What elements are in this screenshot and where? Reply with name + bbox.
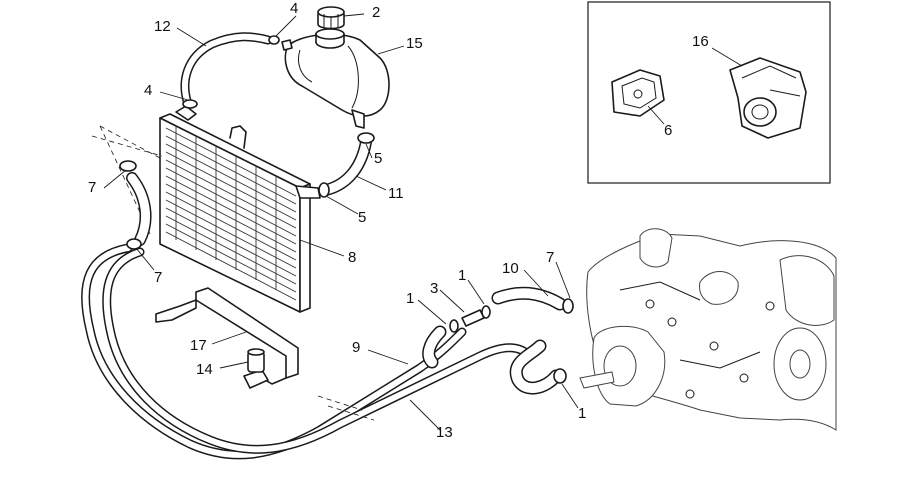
callout-3: 3: [430, 280, 438, 297]
callout-1-mid: 1: [458, 267, 466, 284]
callout-14: 14: [196, 361, 213, 378]
hose-7-left: [119, 160, 152, 250]
clamp-1-lower: [553, 368, 567, 384]
leader-lines: [103, 13, 579, 431]
callout-7-left: 7: [88, 179, 96, 196]
part-3-fitting: [449, 305, 491, 333]
callout-4-top: 4: [290, 0, 298, 17]
callout-7-right: 7: [546, 249, 554, 266]
callout-8: 8: [348, 249, 356, 266]
callout-4-left: 4: [144, 82, 152, 99]
hose-9-bend: [422, 325, 563, 395]
callout-9: 9: [352, 339, 360, 356]
callout-1-left: 1: [406, 290, 414, 307]
callout-1-right: 1: [578, 405, 586, 422]
callout-2: 2: [372, 4, 380, 21]
callout-11: 11: [388, 185, 404, 202]
part-14-rubber-mount: [243, 348, 269, 389]
part-8-radiator: [159, 105, 321, 313]
callouts: 12 4 2 15 4 5 11 5 7 7 8 17 14 1 3 1 10 …: [88, 0, 709, 441]
callout-6: 6: [664, 122, 672, 139]
callout-13: 13: [436, 424, 453, 441]
callout-16: 16: [692, 33, 709, 50]
callout-12: 12: [154, 18, 171, 35]
callout-5-upper: 5: [374, 150, 382, 167]
callout-17: 17: [190, 337, 207, 354]
callout-15: 15: [406, 35, 423, 52]
part-16-hose-holder: [729, 57, 807, 139]
part-17-bracket: [155, 287, 299, 385]
inset-detail: [587, 1, 831, 184]
hose-11: [318, 132, 375, 198]
callout-7-bottom: 7: [154, 269, 162, 286]
hose-12: [180, 32, 280, 109]
callout-10: 10: [502, 260, 519, 277]
engine-block: [579, 228, 837, 431]
part-6-clip-plate: [611, 69, 665, 117]
hose-10: [491, 286, 574, 314]
part-2-filler-cap: [317, 6, 345, 30]
part-15-expansion-tank: [281, 28, 390, 129]
hoses-9-13: [81, 243, 535, 460]
callout-5-lower: 5: [358, 209, 366, 226]
